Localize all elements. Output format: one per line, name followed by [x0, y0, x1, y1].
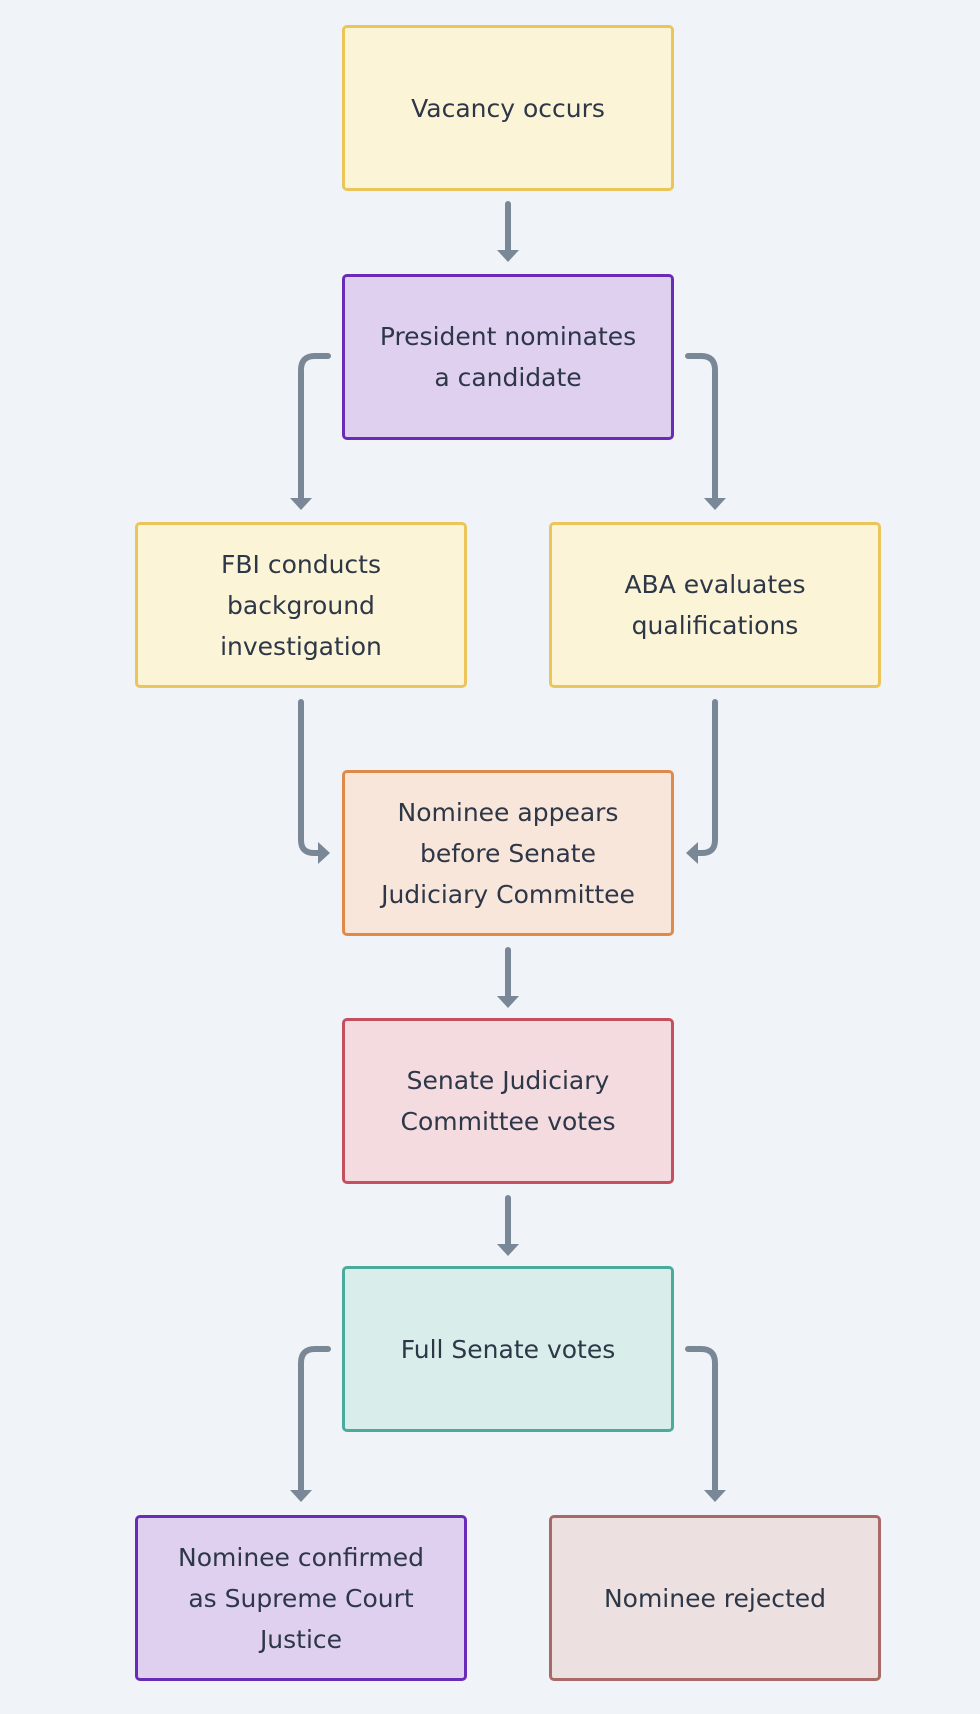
edge-president-to-aba	[685, 353, 718, 501]
node-label: Nominee confirmed as Supreme Court Justi…	[178, 1542, 424, 1654]
node-label: Senate Judiciary Committee votes	[400, 1066, 616, 1136]
node-label: Full Senate votes	[400, 1334, 616, 1364]
arrowhead-fbi-top	[290, 498, 312, 510]
node-committee-hearing: Nominee appears before Senate Judiciary …	[342, 770, 674, 936]
node-label: FBI conducts background investigation	[220, 549, 382, 661]
node-vacancy-occurs: Vacancy occurs	[342, 25, 674, 191]
node-label: President nominates a candidate	[379, 322, 637, 392]
arrowhead-rejected-top	[704, 1490, 726, 1502]
node-label: Nominee appears before Senate Judiciary …	[381, 797, 635, 909]
node-committee-votes: Senate Judiciary Committee votes	[342, 1018, 674, 1184]
node-fbi-investigation: FBI conducts background investigation	[135, 522, 467, 688]
edge-president-to-fbi	[298, 353, 331, 501]
node-label: ABA evaluates qualifications	[624, 570, 806, 640]
node-president-nominates: President nominates a candidate	[342, 274, 674, 440]
edge-senate-to-rejected	[685, 1346, 718, 1493]
node-full-senate-votes: Full Senate votes	[342, 1266, 674, 1432]
edge-aba-to-hearing	[695, 699, 718, 856]
node-label: Vacancy occurs	[411, 93, 605, 123]
arrowhead-committee-top	[497, 996, 519, 1008]
arrowhead-hearing-right	[686, 842, 698, 864]
edge-fbi-to-hearing	[298, 699, 321, 856]
node-nominee-confirmed: Nominee confirmed as Supreme Court Justi…	[135, 1515, 467, 1681]
arrowhead-aba-top	[704, 498, 726, 510]
arrowhead-president-top	[497, 250, 519, 262]
node-nominee-rejected: Nominee rejected	[549, 1515, 881, 1681]
edge-senate-to-confirmed	[298, 1346, 331, 1493]
node-aba-evaluates: ABA evaluates qualifications	[549, 522, 881, 688]
arrowhead-confirmed-top	[290, 1490, 312, 1502]
arrowhead-senate-top	[497, 1244, 519, 1256]
node-label: Nominee rejected	[603, 1583, 827, 1613]
arrowhead-hearing-left	[318, 842, 330, 864]
